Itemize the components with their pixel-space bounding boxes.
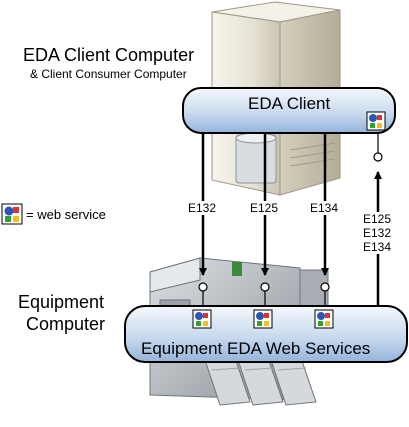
client-computer-subtitle: & Client Consumer Computer	[30, 67, 187, 81]
equipment-cabinets	[204, 357, 317, 406]
flow-label-down-2: E125	[249, 201, 280, 215]
web-service-icon	[366, 111, 386, 131]
equipment-computer-line1: Equipment	[18, 292, 105, 312]
flow-label-up-1: E125	[362, 212, 393, 226]
eda-client-label: EDA Client	[248, 94, 331, 113]
equipment-web-services-label: Equipment EDA Web Services	[141, 339, 371, 358]
web-service-icon	[314, 309, 334, 329]
flow-label-up-2: E132	[362, 226, 393, 240]
port-circle-1	[198, 282, 208, 292]
flow-label-down-3: E134	[309, 201, 340, 215]
port-circle-2	[260, 282, 270, 292]
legend-web-service-icon	[1, 203, 23, 225]
equipment-computer-line2: Computer	[26, 314, 106, 334]
port-circle-client	[373, 152, 383, 162]
flow-label-down-1: E132	[187, 201, 218, 215]
web-service-icon	[192, 309, 212, 329]
web-service-icon	[253, 309, 273, 329]
eda-client-bar	[182, 87, 396, 134]
flow-label-up-3: E134	[362, 240, 393, 254]
legend-text: = web service	[26, 207, 106, 222]
port-circle-3	[320, 282, 330, 292]
client-computer-title: EDA Client Computer	[23, 45, 195, 65]
